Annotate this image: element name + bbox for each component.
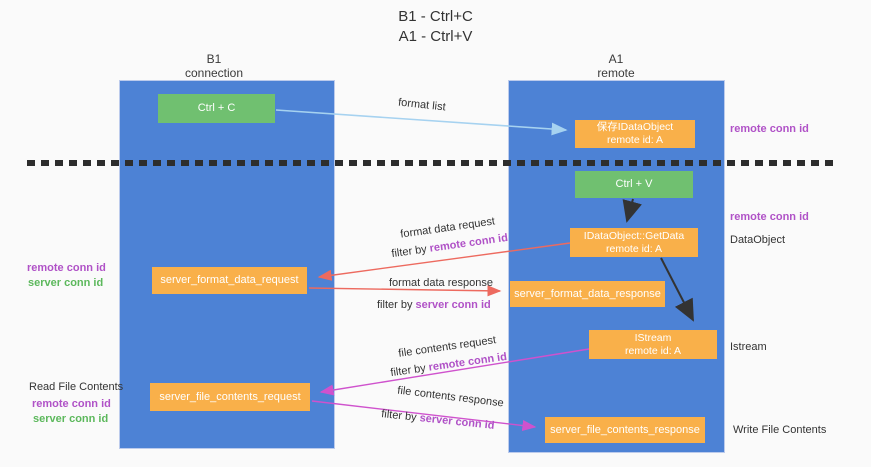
node-idataobject-getdata: IDataObject::GetData remote id: A <box>570 228 698 257</box>
title-line-2: A1 - Ctrl+V <box>398 28 473 45</box>
diagram-title: B1 - Ctrl+C A1 - Ctrl+V <box>0 7 871 47</box>
label-file-contents-response: file contents response <box>396 384 505 410</box>
node-server-format-data-response: server_format_data_response <box>510 281 665 307</box>
node-save-dataobject-line2: remote id: A <box>606 134 664 146</box>
left-label-remote-conn-id-2: remote conn id <box>32 398 111 410</box>
title-line-1: B1 - Ctrl+C <box>398 8 473 25</box>
label-format-response-filter: filter by server conn id <box>377 299 491 311</box>
node-server-file-contents-response-label: server_file_contents_response <box>550 423 700 436</box>
right-label-remote-conn-id-mid: remote conn id <box>730 211 809 223</box>
node-ctrl-c: Ctrl + C <box>158 94 275 123</box>
lane-header-b1-line1: B1 <box>206 52 222 66</box>
node-server-format-data-response-label: server_format_data_response <box>514 287 661 300</box>
lane-header-a1-line1: A1 <box>608 52 624 66</box>
filter-by-text: filter by <box>389 362 427 380</box>
node-istream: IStream remote id: A <box>589 330 717 359</box>
label-format-data-response: format data response <box>389 277 493 289</box>
filter-by-text: filter by <box>390 243 428 261</box>
left-label-server-conn-id-2: server conn id <box>33 413 109 425</box>
right-label-istream: Istream <box>730 341 767 353</box>
node-istream-line1: IStream <box>634 331 672 344</box>
lane-header-b1: B1 connection <box>139 52 289 80</box>
node-ctrl-v-label: Ctrl + V <box>615 178 653 190</box>
filter-by-text: filter by <box>380 408 418 424</box>
node-server-file-contents-request-label: server_file_contents_request <box>159 390 301 403</box>
phase-separator-dashed-line <box>27 160 833 166</box>
node-server-file-contents-request: server_file_contents_request <box>150 383 310 411</box>
node-istream-line2: remote id: A <box>624 344 682 357</box>
node-server-format-data-request: server_format_data_request <box>152 267 307 294</box>
lane-header-a1-line2: remote <box>597 66 635 80</box>
lane-header-a1: A1 remote <box>541 52 691 80</box>
right-label-write-file-contents: Write File Contents <box>733 424 827 436</box>
filter-by-text: filter by <box>377 299 413 311</box>
label-format-list: format list <box>397 96 447 114</box>
filter-key-server-conn-id: server conn id <box>419 412 496 432</box>
lane-header-b1-line2: connection <box>184 66 244 80</box>
node-save-dataobject-line1: 保存IDataObject <box>596 121 674 133</box>
node-server-format-data-request-label: server_format_data_request <box>160 274 299 286</box>
label-file-response-filter: filter by server conn id <box>381 408 495 432</box>
node-getdata-line1: IDataObject::GetData <box>583 229 685 242</box>
left-label-remote-conn-id-1: remote conn id <box>27 262 106 274</box>
filter-key-server-conn-id: server conn id <box>415 299 491 311</box>
node-getdata-line2: remote id: A <box>605 242 663 255</box>
node-save-dataobject: 保存IDataObject remote id: A <box>575 120 695 148</box>
left-label-read-file-contents: Read File Contents <box>29 381 124 393</box>
node-ctrl-v: Ctrl + V <box>575 171 693 198</box>
right-label-remote-conn-id-top: remote conn id <box>730 123 809 135</box>
filter-key-remote-conn-id: remote conn id <box>428 231 509 255</box>
right-label-dataobject: DataObject <box>730 234 786 246</box>
node-ctrl-c-label: Ctrl + C <box>197 102 236 114</box>
filter-key-remote-conn-id: remote conn id <box>427 350 508 374</box>
node-server-file-contents-response: server_file_contents_response <box>545 417 705 443</box>
left-label-server-conn-id-1: server conn id <box>28 277 104 289</box>
